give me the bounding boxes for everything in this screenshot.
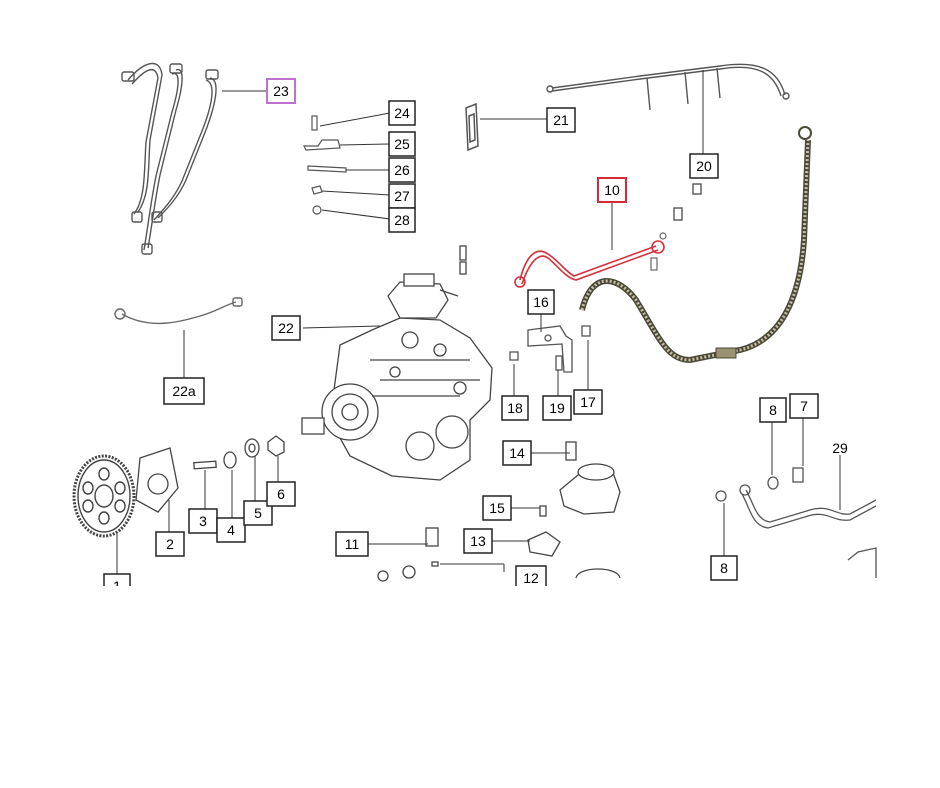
callout-26[interactable]: 26 bbox=[388, 157, 416, 183]
callout-18-label: 18 bbox=[507, 400, 523, 416]
callout-5-label: 5 bbox=[254, 505, 262, 521]
callout-29[interactable]: 29 bbox=[832, 440, 848, 456]
blank-area bbox=[0, 586, 940, 788]
bracket-part[interactable] bbox=[509, 325, 591, 373]
callout-27-label: 27 bbox=[394, 188, 410, 204]
callout-24[interactable]: 24 bbox=[388, 100, 416, 126]
callout-21-label: 21 bbox=[553, 112, 569, 128]
leader-lines bbox=[116, 70, 841, 574]
drive-gear-part[interactable] bbox=[72, 454, 136, 538]
callout-27[interactable]: 27 bbox=[388, 183, 416, 209]
callout-4-label: 4 bbox=[227, 522, 235, 538]
callout-26-label: 26 bbox=[394, 162, 410, 178]
callout-6-label: 6 bbox=[277, 486, 285, 502]
callout-17-label: 17 bbox=[580, 394, 596, 410]
callout-8-lower[interactable]: 8 bbox=[710, 555, 738, 581]
callout-14[interactable]: 14 bbox=[502, 440, 532, 466]
callout-28-label: 28 bbox=[394, 212, 410, 228]
callout-24-label: 24 bbox=[394, 105, 410, 121]
callout-8-upper-label: 8 bbox=[769, 402, 777, 418]
callout-22a[interactable]: 22a bbox=[163, 377, 205, 405]
sensor-wire-part[interactable] bbox=[114, 297, 243, 325]
callout-7[interactable]: 7 bbox=[789, 393, 819, 419]
callout-8-lower-label: 8 bbox=[720, 560, 728, 576]
callout-19[interactable]: 19 bbox=[542, 395, 572, 421]
callout-23[interactable]: 23 bbox=[266, 78, 296, 104]
callout-22-label: 22 bbox=[278, 320, 294, 336]
callout-6[interactable]: 6 bbox=[266, 481, 296, 507]
feed-line-part[interactable] bbox=[715, 467, 877, 578]
callout-8-upper[interactable]: 8 bbox=[759, 397, 787, 423]
callout-14-label: 14 bbox=[509, 445, 525, 461]
callout-2-label: 2 bbox=[166, 536, 174, 552]
callout-22a-label: 22a bbox=[172, 383, 196, 399]
injection-pump-part[interactable] bbox=[301, 245, 493, 481]
callout-3-label: 3 bbox=[199, 513, 207, 529]
callout-10-label: 10 bbox=[604, 182, 620, 198]
callout-7-label: 7 bbox=[800, 398, 808, 414]
callout-21[interactable]: 21 bbox=[546, 107, 576, 133]
flange-washer-parts[interactable] bbox=[135, 435, 285, 513]
callout-13[interactable]: 13 bbox=[463, 528, 493, 554]
callout-20-label: 20 bbox=[696, 158, 712, 174]
callout-17[interactable]: 17 bbox=[573, 389, 603, 415]
filter-head-part[interactable] bbox=[377, 441, 621, 582]
return-line-part[interactable] bbox=[546, 63, 790, 221]
callout-25[interactable]: 25 bbox=[388, 131, 416, 157]
fuel-pipe-part-selected[interactable] bbox=[514, 240, 665, 288]
gasket-part[interactable] bbox=[465, 102, 479, 152]
injector-pipes-part[interactable] bbox=[121, 62, 219, 255]
callout-11-label: 11 bbox=[345, 536, 360, 552]
callout-2[interactable]: 2 bbox=[155, 531, 185, 557]
callout-28[interactable]: 28 bbox=[388, 207, 416, 233]
callout-15-label: 15 bbox=[489, 500, 505, 516]
callout-16-label: 16 bbox=[533, 294, 549, 310]
callout-23-label: 23 bbox=[273, 83, 289, 99]
callout-15[interactable]: 15 bbox=[482, 495, 512, 521]
callout-4[interactable]: 4 bbox=[216, 517, 246, 543]
callout-22[interactable]: 22 bbox=[271, 315, 301, 341]
callout-19-label: 19 bbox=[549, 400, 565, 416]
callout-16[interactable]: 16 bbox=[527, 289, 555, 315]
callout-29-label: 29 bbox=[832, 440, 848, 456]
braided-hose-part[interactable] bbox=[579, 126, 812, 364]
callout-25-label: 25 bbox=[394, 136, 410, 152]
callout-12-label: 12 bbox=[523, 570, 539, 586]
callout-10-selected[interactable]: 10 bbox=[597, 177, 627, 203]
callout-20[interactable]: 20 bbox=[689, 153, 719, 179]
callout-11[interactable]: 11 bbox=[335, 531, 369, 557]
callout-13-label: 13 bbox=[470, 533, 486, 549]
callout-3[interactable]: 3 bbox=[188, 508, 218, 534]
callout-18[interactable]: 18 bbox=[501, 395, 529, 421]
small-fasteners-part[interactable] bbox=[303, 115, 347, 215]
